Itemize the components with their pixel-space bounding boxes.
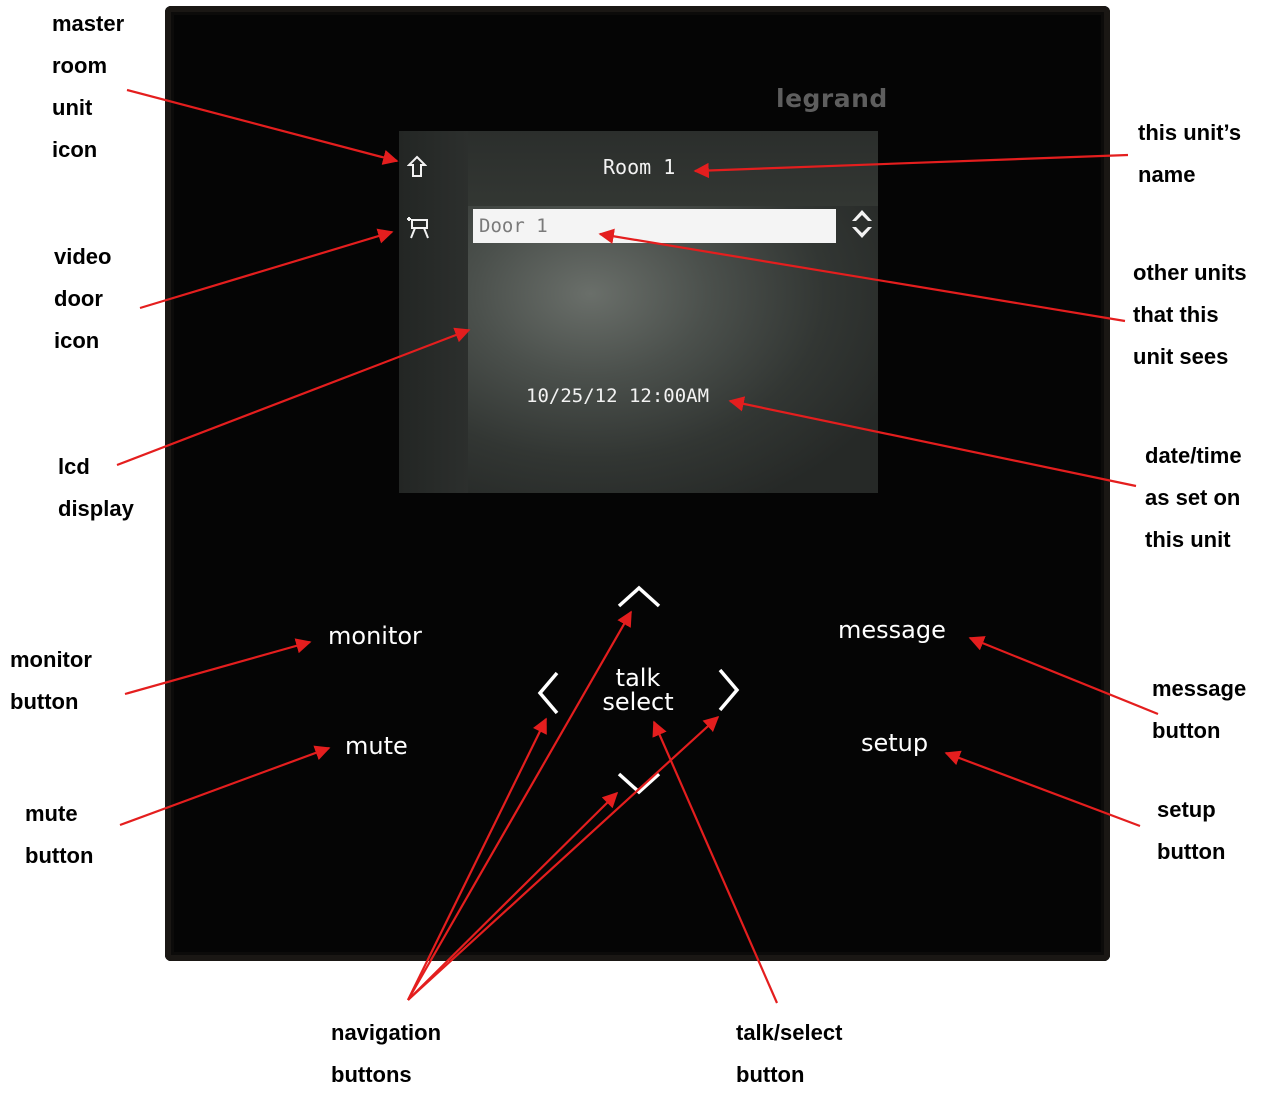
home-icon — [407, 155, 427, 177]
arrow-video-door-icon — [139, 228, 394, 310]
label-mute-button: mute button — [25, 801, 94, 868]
chevron-down-icon[interactable] — [616, 770, 662, 796]
arrow-monitor-button — [124, 638, 312, 696]
label-master-room-unit-icon: master room unit icon — [52, 11, 125, 162]
unit-selector-field[interactable] — [473, 209, 836, 243]
chevron-left-icon[interactable] — [535, 670, 561, 716]
arrow-mute-button — [119, 745, 331, 827]
chevron-right-icon[interactable] — [716, 667, 742, 713]
lcd-header — [468, 131, 878, 206]
video-camera-icon — [407, 217, 429, 239]
monitor-button[interactable]: monitor — [328, 622, 422, 650]
arrow-talk-select — [652, 720, 779, 1004]
label-setup-button: setup button — [1157, 797, 1226, 864]
mute-button[interactable]: mute — [345, 732, 408, 760]
arrow-lcd-display — [116, 327, 471, 467]
label-monitor-button: monitor button — [10, 647, 92, 714]
label-navigation-buttons: navigation buttons — [331, 1020, 442, 1087]
talk-label: talk — [615, 664, 661, 692]
arrow-date-time — [728, 396, 1137, 488]
message-button[interactable]: message — [838, 616, 946, 644]
setup-button[interactable]: setup — [861, 729, 929, 757]
arrow-unit-name — [693, 153, 1129, 179]
arrow-nav-right — [407, 715, 720, 1001]
lcd-display: Room 1 10/25/12 12:00AM — [399, 131, 878, 493]
arrow-nav-left — [407, 717, 547, 1001]
brand-logo: legrand — [776, 84, 888, 113]
select-label: select — [602, 688, 674, 716]
label-this-units-name: this unit’s name — [1138, 120, 1242, 187]
up-down-selector-icon[interactable] — [850, 208, 874, 240]
label-message-button: message button — [1152, 676, 1247, 743]
arrow-nav-up — [407, 610, 632, 1001]
arrow-setup-button — [944, 750, 1141, 828]
label-other-units: other units that this unit sees — [1133, 260, 1247, 369]
arrow-master-icon — [126, 88, 399, 165]
chevron-up-icon[interactable] — [616, 584, 662, 610]
label-talk-select-button: talk/select button — [736, 1020, 843, 1087]
lcd-icon-column — [399, 131, 468, 493]
label-video-door-icon: video door icon — [54, 244, 112, 353]
unit-name: Room 1 — [603, 155, 676, 179]
arrow-other-units — [598, 228, 1126, 323]
talk-select-button[interactable]: talk select — [597, 666, 679, 714]
date-time-readout: 10/25/12 12:00AM — [526, 385, 710, 407]
label-lcd-display: lcd display — [58, 454, 134, 521]
arrow-nav-down — [407, 791, 619, 1001]
arrow-message-button — [968, 636, 1159, 716]
label-date-time: date/time as set on this unit — [1145, 443, 1242, 552]
